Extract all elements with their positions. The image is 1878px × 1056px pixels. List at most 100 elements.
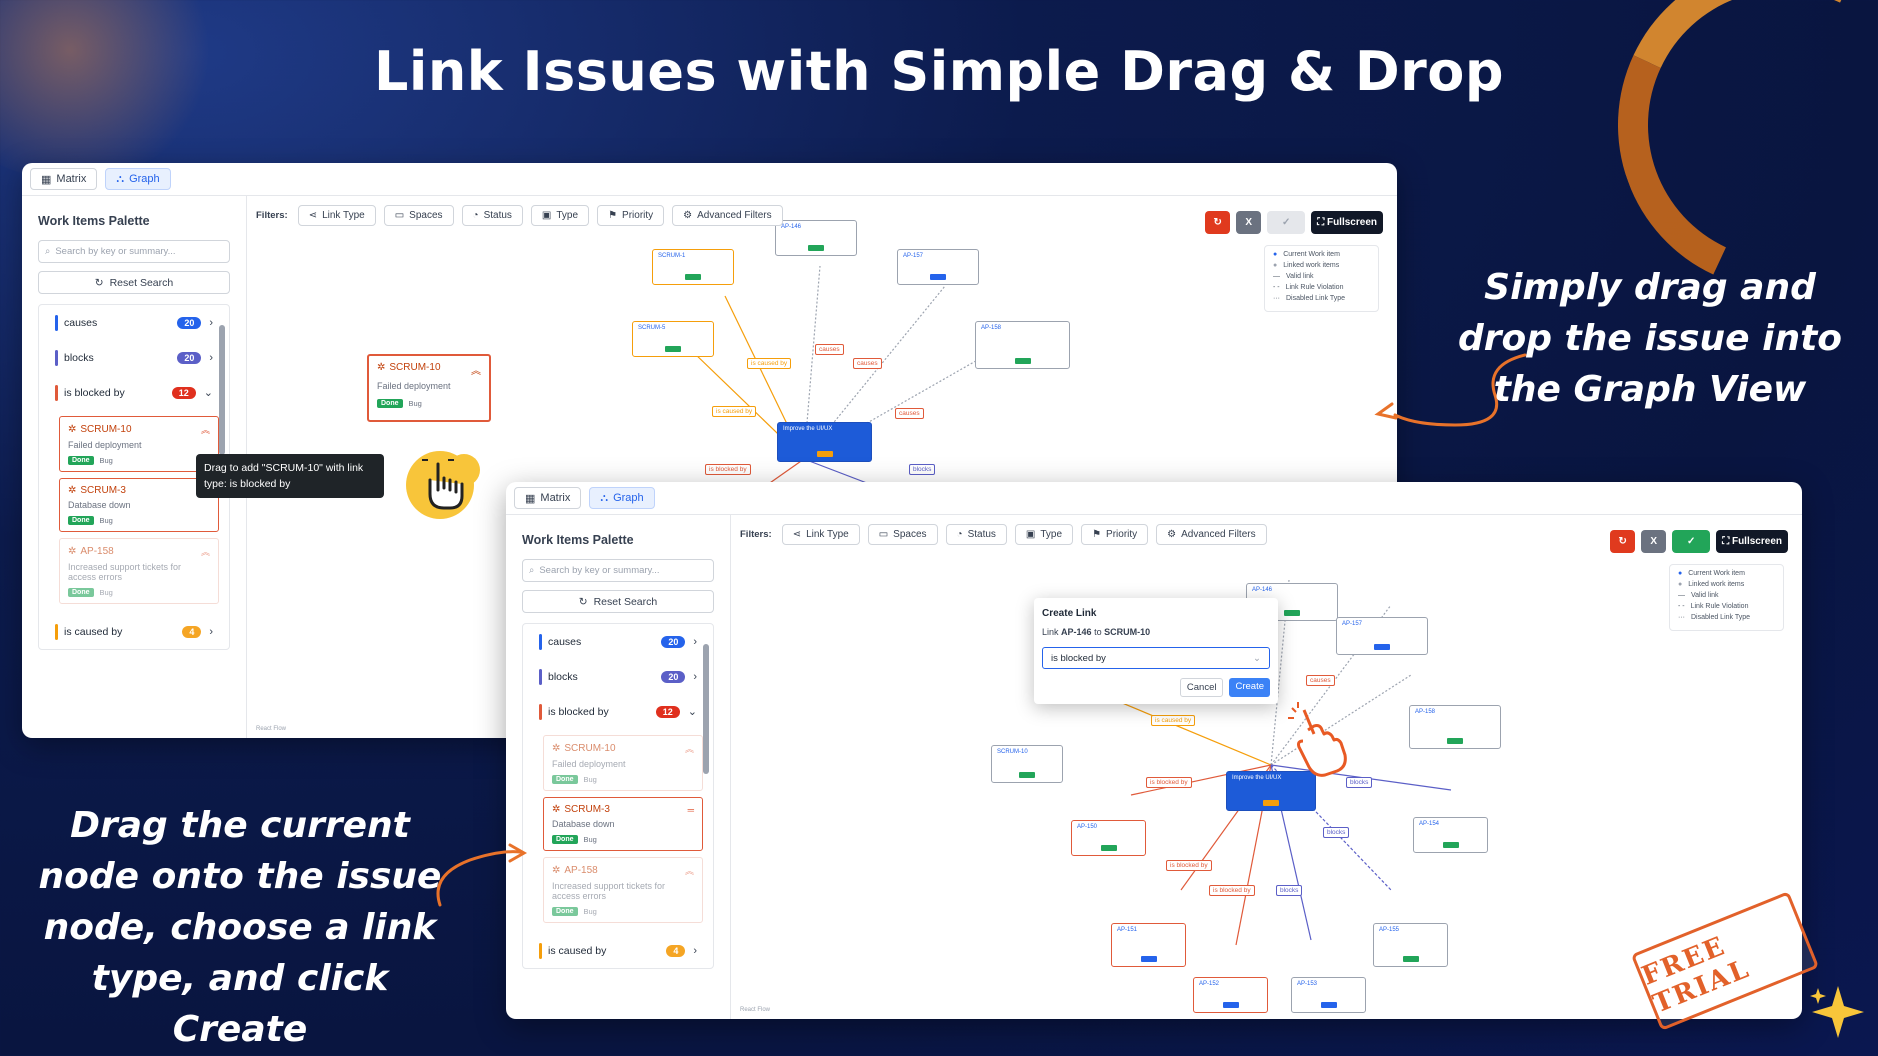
filters-label: Filters: [256,210,288,221]
graph-toolbar: ↻ X ✓ ⛶ Fullscreen [1610,530,1788,553]
graph-node[interactable]: AP-158 [1409,705,1501,749]
card-type: Bug [99,516,113,525]
expand-icon: ⛶ [1317,217,1325,228]
reset-label: Reset Search [109,276,174,289]
grid-icon: ▦ [525,492,536,505]
graph-node[interactable]: AP-157 [1336,617,1428,655]
reset-search-button[interactable]: ↻Reset Search [38,271,230,294]
reset-search-button[interactable]: ↻Reset Search [522,590,714,613]
clear-button[interactable]: X [1236,211,1262,234]
bug-icon: ✲ [552,804,561,815]
filter-link-type[interactable]: ⋖Link Type [781,524,860,545]
group-label: is blocked by [64,386,125,399]
current-work-item-node[interactable]: Improve the UI/UX [1226,771,1316,811]
filter-spaces[interactable]: ▭Spaces [383,205,454,226]
folder-icon: ▭ [878,529,889,540]
filter-type[interactable]: ▣ Type [530,205,590,226]
priority-highest-icon: ︽ [684,866,694,876]
filter-advanced[interactable]: ⚙Advanced Filters [1156,524,1267,545]
tab-matrix[interactable]: ▦Matrix [514,487,582,509]
filter-priority[interactable]: ⚑Priority [1081,524,1149,545]
filter-label: Status [483,210,512,221]
filter-type[interactable]: ▣Type [1014,524,1074,545]
confirm-button[interactable]: ✓ [1672,530,1711,553]
clear-button[interactable]: X [1641,530,1667,553]
filter-priority[interactable]: ⚑Priority [597,205,665,226]
link-prefix: Link [1042,627,1059,637]
priority-highest-icon: ︽ [471,366,481,377]
graph-canvas[interactable]: AP-146 AP-157 AP-158 SCRUM-10 Improve th… [731,515,1802,1019]
fullscreen-button[interactable]: ⛶ Fullscreen [1311,211,1383,234]
search-icon: ⌕ [45,246,51,257]
graph-node[interactable]: SCRUM-10 [991,745,1063,783]
filter-advanced[interactable]: ⚙Advanced Filters [672,205,783,226]
graph-node[interactable]: AP-155 [1373,923,1448,967]
fullscreen-label: Fullscreen [1731,536,1782,547]
solid-line-icon: — [1678,592,1685,599]
graph-node[interactable]: SCRUM-1 [652,249,734,285]
legend-item: Current Work item [1283,251,1340,258]
filter-spaces[interactable]: ▭Spaces [867,524,938,545]
graph-node[interactable]: SCRUM-5 [632,321,714,357]
confirm-button[interactable]: ✓ [1267,211,1306,234]
graph-node[interactable]: AP-153 [1291,977,1366,1013]
search-input[interactable]: ⌕Search by key or summary... [522,559,714,582]
create-button[interactable]: Create [1229,678,1270,697]
status-icon: ◔ [956,529,963,540]
graph-canvas[interactable]: SCRUM-1 AP-146 AP-157 SCRUM-5 AP-158 Imp… [247,196,1397,738]
edge-label: is caused by [1151,715,1196,726]
legend-item: Current Work item [1688,570,1745,577]
graph-node[interactable]: AP-157 [897,249,979,285]
graph-legend: ●Current Work item ●Linked work items —V… [1264,245,1379,312]
graph-node[interactable]: AP-158 [975,321,1070,369]
tab-graph[interactable]: ⛬Graph [589,487,655,509]
edge-label: causes [815,344,844,355]
filter-label: Type [556,210,579,221]
dialog-title: Create Link [1042,608,1097,619]
card-summary: Database down [552,819,615,829]
filter-status[interactable]: ◔Status [461,205,523,226]
current-work-item-node[interactable]: Improve the UI/UX [777,422,872,462]
bug-icon: ✲ [68,546,77,557]
palette-card[interactable]: ✲AP-158︽ Increased support tickets for a… [59,538,219,604]
graph-node[interactable]: AP-146 [775,220,857,256]
headline: Link Issues with Simple Drag & Drop [373,40,1505,103]
to-key: SCRUM-10 [1104,627,1151,637]
filter-status[interactable]: ◔Status [945,524,1007,545]
link-type-select[interactable]: is blocked by⌄ [1042,647,1270,669]
chevron-right-icon: › [209,316,213,329]
tab-graph[interactable]: ⛬Graph [105,168,171,190]
type-icon: ▣ [541,210,552,221]
palette-card[interactable]: ✲AP-158︽ Increased support tickets for a… [543,857,703,923]
cancel-button[interactable]: Cancel [1179,678,1224,697]
refresh-button[interactable]: ↻ [1205,211,1231,234]
refresh-button[interactable]: ↻ [1610,530,1636,553]
graph-node[interactable]: AP-151 [1111,923,1186,967]
graph-node[interactable]: AP-150 [1071,820,1146,856]
group-color-bar [55,623,58,640]
tab-matrix[interactable]: ▦Matrix [30,168,98,190]
filter-link-type[interactable]: ⋖Link Type [297,205,376,226]
graph-node[interactable]: AP-154 [1413,817,1488,853]
palette-scrollbar[interactable] [703,634,709,958]
palette-scrollbar[interactable] [219,315,225,639]
search-input[interactable]: ⌕Search by key or summary... [38,240,230,263]
chevron-right-icon: › [693,635,697,648]
dashed-line-icon: - - [1678,603,1685,610]
fullscreen-button[interactable]: ⛶ Fullscreen [1716,530,1788,553]
card-summary: Increased support tickets for access err… [68,562,182,582]
graph-node[interactable]: AP-152 [1193,977,1268,1013]
